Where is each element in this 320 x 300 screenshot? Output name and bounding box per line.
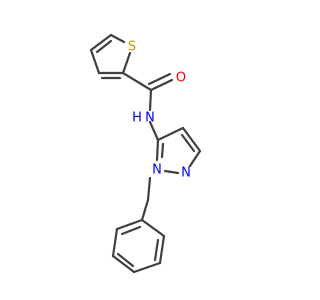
- bond-c4-c5: [89, 33, 113, 52]
- bond-carbonyl-o-double: [147, 72, 172, 86]
- bond-c4p-c3p: [181, 126, 202, 153]
- pyrazole-ring: [155, 126, 202, 175]
- bond-carbonyl-n: [148, 88, 153, 112]
- bond-n2-n1: [163, 169, 180, 175]
- bond-n1-ch2: [146, 176, 152, 202]
- bond-b5-b6: [111, 227, 119, 258]
- bond-c5p-c4p: [156, 126, 185, 142]
- benzene-ring: [111, 218, 166, 274]
- atom-label-amide-nitrogen: N: [145, 111, 155, 126]
- bond-b4-b5-inner: [116, 252, 135, 268]
- bond-n-pyrazole: [148, 120, 160, 142]
- bond-c2-carbonyl: [121, 71, 153, 92]
- bond-c3p-n2: [188, 149, 202, 168]
- atom-label-pyrazole-n1: N: [152, 163, 162, 178]
- structure-canvas: S O N H N N: [89, 33, 202, 274]
- bond-b2-b3-inner: [153, 238, 160, 262]
- atom-label-oxygen: O: [176, 71, 186, 86]
- benzyl-group: [140, 176, 152, 222]
- bond-c4p-c3p-inner: [180, 133, 196, 153]
- thiophene-ring: [89, 33, 132, 80]
- atom-label-sulfur: S: [128, 40, 136, 55]
- bond-b6-b1: [115, 218, 144, 231]
- atom-label-amide-hydrogen: H: [132, 111, 142, 126]
- bond-c3-c4: [89, 48, 101, 75]
- bond-b3-b4: [132, 261, 162, 274]
- atom-labels: S O N H N N: [128, 40, 191, 181]
- atom-label-pyrazole-n2: N: [181, 166, 191, 181]
- bond-ch2-ipso: [140, 198, 150, 222]
- bond-b4-b5: [111, 254, 136, 274]
- molecule-diagram: S O N H N N: [89, 33, 202, 274]
- bond-b6-b1-inner: [120, 225, 142, 236]
- bond-b2-b3: [158, 234, 166, 265]
- bond-n1-c5p: [155, 138, 160, 162]
- bond-carbonyl-o: [149, 78, 174, 92]
- bond-s-c2: [121, 51, 132, 75]
- bond-c5-s: [109, 33, 126, 44]
- amide-group: [121, 71, 174, 142]
- bond-b1-b2: [140, 218, 166, 238]
- bond-c4-c5-inner: [95, 39, 113, 54]
- bond-n1-c5p-inner: [160, 142, 165, 159]
